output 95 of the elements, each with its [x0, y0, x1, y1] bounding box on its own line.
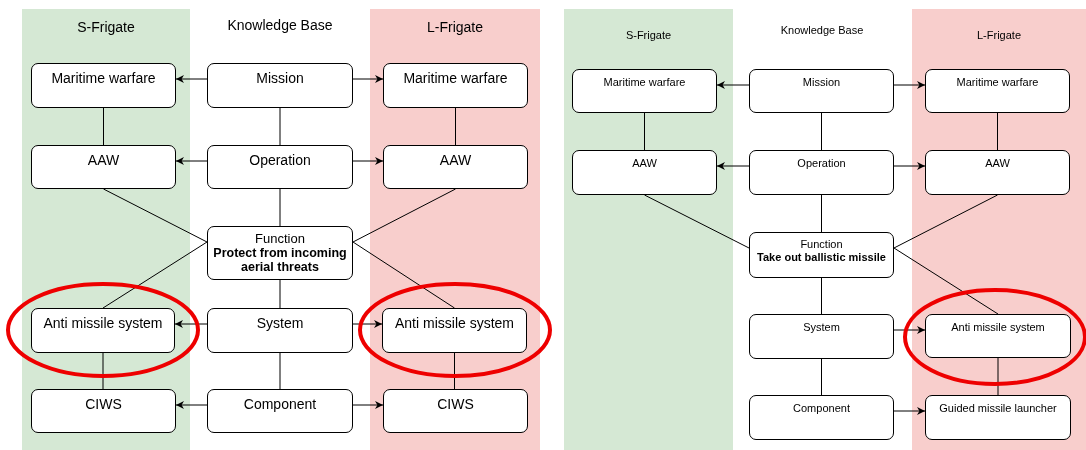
arrow [716, 81, 750, 89]
box-label: Maritime warfare [50, 70, 157, 87]
swimlane [912, 9, 1086, 450]
box-label: Maritime warfare [955, 76, 1040, 89]
concept-box [749, 314, 894, 359]
box-label: CIWS [84, 396, 123, 413]
connector-line [352, 188, 456, 243]
concept-box [207, 145, 353, 189]
box-label: Component [242, 396, 318, 413]
box-label: Operation [248, 152, 312, 169]
connector-line [455, 107, 456, 146]
swimlane [370, 9, 540, 450]
box-label: Mission [255, 70, 305, 87]
connector-line [644, 194, 750, 249]
box-label: Operation [796, 157, 847, 170]
connector-line [821, 112, 822, 151]
concept-box [572, 150, 717, 195]
box-label: AAW [86, 152, 121, 169]
arrow [175, 75, 208, 83]
concept-box [207, 308, 353, 353]
connector-line [279, 352, 281, 390]
arrow [893, 162, 926, 170]
function-description: Protect from incoming aerial threats [212, 246, 348, 275]
box-label: Function [799, 238, 844, 251]
box-label: AAW [984, 157, 1011, 170]
connector-line [103, 188, 208, 243]
box-label: Anti missile system [950, 321, 1046, 334]
function-box [749, 232, 894, 278]
connector-line [279, 107, 281, 146]
arrow [352, 157, 384, 165]
arrow [352, 320, 383, 328]
box-label: AAW [438, 152, 473, 169]
arrow [893, 81, 926, 89]
connector-line [454, 352, 455, 390]
concept-box [31, 308, 175, 353]
concept-box [572, 69, 717, 113]
box-label: CIWS [436, 396, 475, 413]
connector-line [821, 358, 822, 396]
arrow [352, 75, 384, 83]
box-label: Mission [801, 76, 842, 89]
connector-line [821, 277, 822, 315]
connector-line [102, 241, 208, 309]
connector-line [102, 352, 104, 390]
connector-line [352, 241, 455, 309]
concept-box [383, 63, 528, 108]
arrow [716, 162, 750, 170]
box-label: System [802, 321, 841, 334]
arrow [893, 326, 926, 334]
arrow [893, 407, 926, 415]
swimlane [22, 9, 190, 450]
lane-title: L-Frigate [976, 29, 1022, 41]
lane-title: L-Frigate [426, 19, 484, 35]
concept-box [749, 395, 894, 440]
arrow [175, 401, 208, 409]
concept-box [749, 150, 894, 195]
concept-box [383, 145, 528, 189]
box-label: Maritime warfare [402, 70, 509, 87]
box-label: Anti missile system [42, 315, 164, 332]
connector-line [644, 112, 645, 151]
box-label: Function [254, 232, 306, 247]
swimlane [564, 9, 733, 450]
column-title: Knowledge Base [226, 16, 334, 33]
concept-box [31, 389, 176, 433]
concept-box [207, 389, 353, 433]
concept-box [207, 63, 353, 108]
function-box [207, 226, 353, 280]
concept-box [925, 150, 1070, 195]
connector-line [103, 107, 104, 146]
box-label: System [255, 315, 305, 332]
concept-box [749, 69, 894, 113]
arrow [352, 401, 384, 409]
box-label: Anti missile system [394, 315, 515, 332]
connector-line [997, 357, 999, 396]
box-label: Maritime warfare [602, 76, 687, 89]
connector-line [997, 112, 998, 151]
lane-title: S-Frigate [624, 29, 673, 41]
concept-box [383, 389, 528, 433]
arrow [175, 157, 208, 165]
connector-line [821, 194, 822, 233]
concept-box [925, 395, 1071, 440]
connector-line [279, 188, 281, 227]
connector-line [893, 247, 999, 315]
function-description: Take out ballistic missile [756, 250, 887, 263]
column-title: Knowledge Base [779, 24, 865, 37]
lane-title: S-Frigate [76, 19, 136, 35]
box-label: Component [792, 402, 851, 415]
concept-box [382, 308, 527, 353]
box-label: AAW [631, 157, 658, 170]
box-label: Guided missile launcher [938, 402, 1058, 415]
connector-line [279, 279, 281, 309]
concept-box [925, 69, 1070, 113]
concept-box [925, 314, 1071, 358]
concept-box [31, 145, 176, 189]
concept-box [31, 63, 176, 108]
connector-line [893, 194, 998, 249]
